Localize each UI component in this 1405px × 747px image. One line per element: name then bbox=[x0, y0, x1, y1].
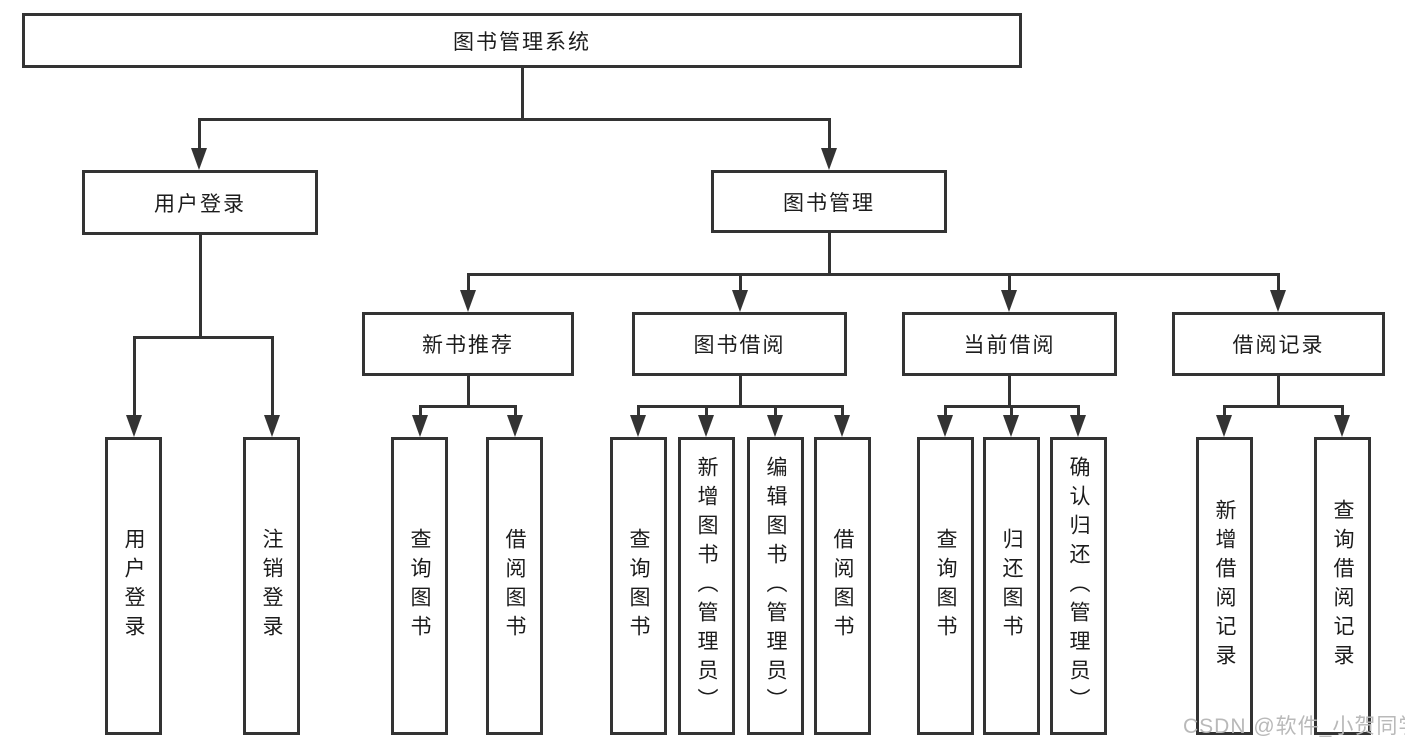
connector-line bbox=[513, 405, 517, 417]
connector-line bbox=[466, 273, 1280, 276]
connector-line bbox=[636, 405, 844, 408]
connector-line bbox=[943, 405, 947, 417]
watermark: CSDN @软件_小贺同学 bbox=[1183, 715, 1405, 738]
arrowhead-down bbox=[1334, 415, 1350, 437]
connector-line bbox=[738, 273, 742, 292]
connector-line bbox=[1222, 405, 1226, 417]
node-book-management: 图书管理 bbox=[711, 170, 947, 233]
node-label: 用户登录 bbox=[154, 192, 246, 216]
node-label: 用户登录 bbox=[122, 528, 145, 644]
connector-line bbox=[132, 336, 274, 339]
leaf-add-borrow-record: 新增借阅记录 bbox=[1196, 437, 1253, 735]
connector-line bbox=[132, 336, 136, 417]
leaf-query-books-recommend: 查询图书 bbox=[391, 437, 448, 735]
node-label: 借阅图书 bbox=[831, 528, 854, 644]
arrowhead-down bbox=[412, 415, 428, 437]
node-new-book-recommendation: 新书推荐 bbox=[362, 312, 574, 376]
connector-line bbox=[773, 405, 777, 417]
leaf-query-borrow-record: 查询借阅记录 bbox=[1314, 437, 1371, 735]
connector-line bbox=[197, 118, 201, 150]
connector-line bbox=[840, 405, 844, 417]
node-label: 新书推荐 bbox=[422, 334, 514, 357]
leaf-borrow-books-recommend: 借阅图书 bbox=[486, 437, 543, 735]
arrowhead-down bbox=[834, 415, 850, 437]
connector-line bbox=[827, 233, 831, 276]
connector-line bbox=[197, 118, 831, 121]
node-label: 图书管理系统 bbox=[453, 30, 591, 54]
node-label: 图书管理 bbox=[783, 191, 875, 215]
arrowhead-down bbox=[937, 415, 953, 437]
leaf-confirm-return-admin: 确认归还（管理员） bbox=[1050, 437, 1107, 735]
node-current-borrowing: 当前借阅 bbox=[902, 312, 1117, 376]
node-label: 查询借阅记录 bbox=[1331, 499, 1354, 673]
connector-line bbox=[418, 405, 422, 417]
node-book-borrowing: 图书借阅 bbox=[632, 312, 847, 376]
leaf-logout: 注销登录 bbox=[243, 437, 300, 735]
node-label: 借阅记录 bbox=[1232, 334, 1325, 357]
leaf-user-login: 用户登录 bbox=[105, 437, 162, 735]
node-label: 编辑图书（管理员） bbox=[764, 455, 787, 717]
arrowhead-down bbox=[191, 148, 207, 170]
arrowhead-down bbox=[698, 415, 714, 437]
connector-line bbox=[1007, 273, 1011, 292]
node-label: 新增借阅记录 bbox=[1213, 499, 1236, 673]
node-label: 新增图书（管理员） bbox=[695, 455, 718, 717]
arrowhead-down bbox=[507, 415, 523, 437]
connector-line bbox=[520, 68, 524, 121]
connector-line bbox=[270, 336, 274, 417]
node-label: 注销登录 bbox=[260, 528, 283, 644]
node-user-login: 用户登录 bbox=[82, 170, 318, 235]
node-label: 确认归还（管理员） bbox=[1067, 455, 1090, 717]
connector-line bbox=[827, 118, 831, 150]
arrowhead-down bbox=[1070, 415, 1086, 437]
connector-line bbox=[738, 376, 742, 408]
connector-line bbox=[466, 273, 470, 292]
node-library-management-system: 图书管理系统 bbox=[22, 13, 1022, 68]
arrowhead-down bbox=[630, 415, 646, 437]
arrowhead-down bbox=[126, 415, 142, 437]
node-label: 查询图书 bbox=[627, 528, 650, 644]
node-label: 借阅图书 bbox=[503, 528, 526, 644]
connector-line bbox=[1076, 405, 1080, 417]
arrowhead-down bbox=[460, 290, 476, 312]
node-borrow-records: 借阅记录 bbox=[1172, 312, 1385, 376]
arrowhead-down bbox=[1003, 415, 1019, 437]
node-label: 查询图书 bbox=[934, 528, 957, 644]
leaf-add-book-admin: 新增图书（管理员） bbox=[678, 437, 735, 735]
connector-line bbox=[636, 405, 640, 417]
connector-line bbox=[466, 376, 470, 408]
node-label: 当前借阅 bbox=[963, 334, 1056, 357]
arrowhead-down bbox=[1216, 415, 1232, 437]
arrowhead-down bbox=[767, 415, 783, 437]
connector-line bbox=[1276, 376, 1280, 408]
node-label: 查询图书 bbox=[408, 528, 431, 644]
connector-line bbox=[1222, 405, 1344, 408]
leaf-edit-book-admin: 编辑图书（管理员） bbox=[747, 437, 804, 735]
connector-line bbox=[1276, 273, 1280, 292]
connector-line bbox=[1340, 405, 1344, 417]
leaf-borrow-books-borrowing: 借阅图书 bbox=[814, 437, 871, 735]
leaf-query-books-borrowing: 查询图书 bbox=[610, 437, 667, 735]
node-label: 归还图书 bbox=[1000, 528, 1023, 644]
arrowhead-down bbox=[264, 415, 280, 437]
connector-line bbox=[1009, 405, 1013, 417]
connector-line bbox=[704, 405, 708, 417]
arrowhead-down bbox=[732, 290, 748, 312]
connector-line bbox=[198, 235, 202, 339]
connector-line bbox=[1007, 376, 1011, 408]
arrowhead-down bbox=[1001, 290, 1017, 312]
leaf-query-books-current: 查询图书 bbox=[917, 437, 974, 735]
arrowhead-down bbox=[1270, 290, 1286, 312]
leaf-return-book: 归还图书 bbox=[983, 437, 1040, 735]
connector-line bbox=[418, 405, 517, 408]
node-label: 图书借阅 bbox=[693, 334, 786, 357]
arrowhead-down bbox=[821, 148, 837, 170]
